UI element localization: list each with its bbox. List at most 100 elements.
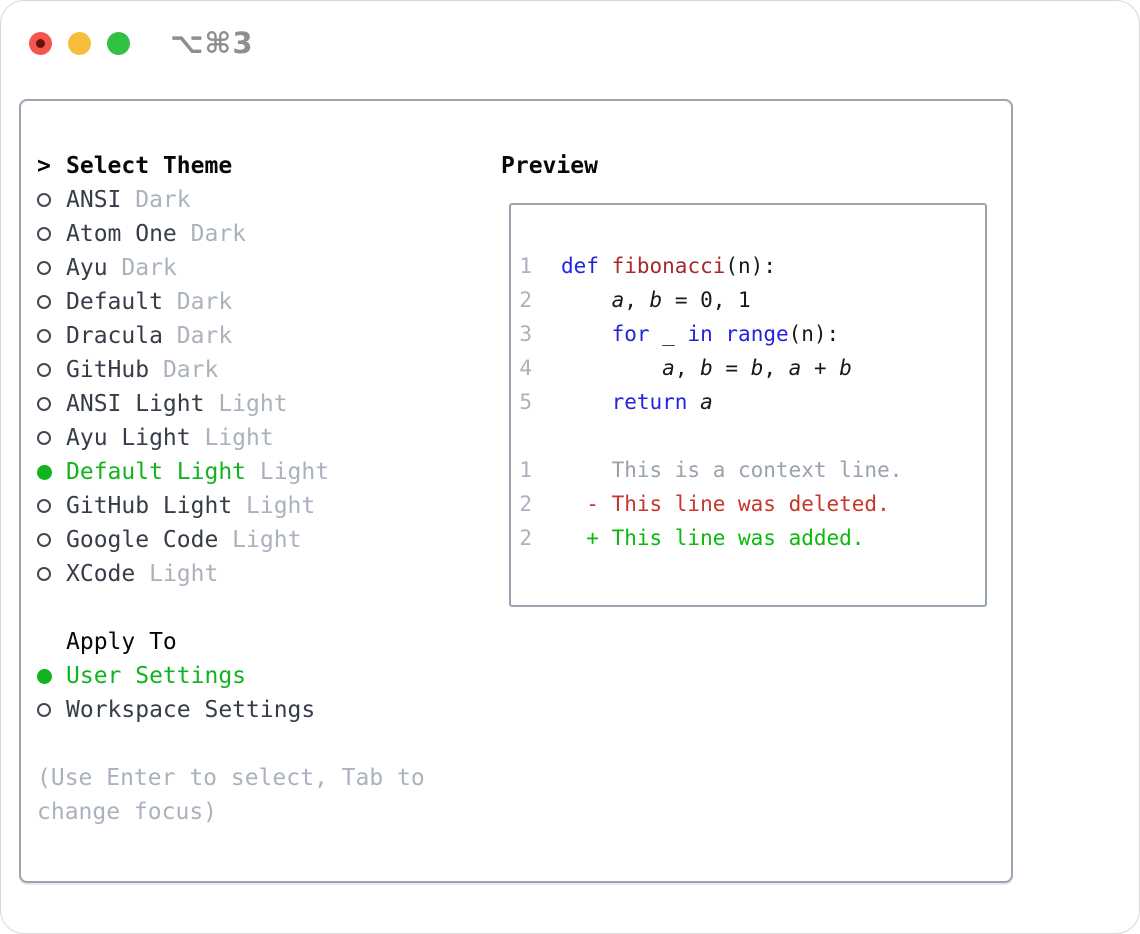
code-token: + (801, 356, 840, 380)
code-token: = (712, 356, 751, 380)
line-content: return a (561, 390, 713, 414)
code-line: 4 a, b = b, a + b (519, 351, 985, 385)
code-line: 5 return a (519, 385, 985, 419)
radio-icon (37, 567, 51, 581)
radio-marker (37, 533, 66, 547)
radio-marker (37, 703, 66, 717)
radio-icon (37, 295, 51, 309)
theme-variant: Light (232, 493, 316, 519)
code-token: _ (649, 322, 688, 346)
radio-icon (37, 703, 51, 717)
theme-name: ANSI (66, 187, 122, 213)
theme-option-ayu-dark[interactable]: Ayu Dark (37, 251, 425, 285)
line-content: a, b = b, a + b (561, 356, 852, 380)
theme-variant: Light (190, 425, 274, 451)
line-content: a, b = 0, 1 (561, 288, 751, 312)
radio-marker (37, 668, 66, 684)
code-token: (n): (725, 254, 776, 278)
preview-title: Preview (501, 153, 598, 179)
radio-marker (37, 397, 66, 411)
apply-to-header: Apply To (37, 625, 425, 659)
blank-line (519, 419, 985, 453)
zoom-button[interactable] (107, 31, 130, 55)
theme-variant: Dark (107, 255, 177, 281)
code-token: fibonacci (611, 254, 726, 278)
code-token (561, 288, 612, 312)
code-token: range (725, 322, 789, 346)
theme-variant: Light (246, 459, 330, 485)
line-number: 3 (519, 322, 532, 346)
radio-icon (37, 193, 51, 207)
apply-option-workspace-settings[interactable]: Workspace Settings (37, 693, 425, 727)
theme-option-dracula-dark[interactable]: Dracula Dark (37, 319, 425, 353)
theme-option-ayu-light-light[interactable]: Ayu Light Light (37, 421, 425, 455)
radio-icon (37, 431, 51, 445)
theme-variant: Light (135, 561, 219, 587)
diff-line: 2 - This line was deleted. (519, 487, 985, 521)
minimize-button[interactable] (68, 31, 91, 55)
theme-option-google-code-light[interactable]: Google Code Light (37, 523, 425, 557)
code-token (561, 390, 612, 414)
theme-name: Ayu (66, 255, 108, 281)
line-content: - This line was deleted. (561, 492, 890, 516)
code-token: b (700, 356, 713, 380)
code-token (599, 254, 612, 278)
code-token: for (611, 322, 650, 346)
code-token: a (611, 288, 625, 312)
code-token: - This line was deleted. (561, 492, 890, 516)
line-number: 4 (519, 356, 532, 380)
theme-option-github-dark[interactable]: GitHub Dark (37, 353, 425, 387)
radio-marker (37, 261, 66, 275)
radio-icon (37, 363, 51, 377)
radio-marker (37, 227, 66, 241)
hint-text: (Use Enter to select, Tab to change focu… (37, 761, 425, 829)
radio-selected-icon (37, 464, 52, 480)
code-token: , (674, 356, 701, 380)
code-token: b (649, 288, 663, 312)
theme-name: Google Code (66, 527, 219, 553)
close-button[interactable] (29, 31, 52, 55)
code-token (687, 390, 700, 414)
titlebar: ⌥⌘3 (29, 26, 254, 60)
apply-option-label: User Settings (66, 663, 247, 689)
theme-name: Default Light (66, 459, 247, 485)
line-content: + This line was added. (561, 526, 864, 550)
prompt-caret-icon: > (37, 153, 51, 179)
theme-option-ansi-light-light[interactable]: ANSI Light Light (37, 387, 425, 421)
theme-option-github-light-light[interactable]: GitHub Light Light (37, 489, 425, 523)
diff-line: 1 This is a context line. (519, 453, 985, 487)
code-token (561, 322, 612, 346)
line-number: 2 (519, 288, 532, 312)
apply-option-label: Workspace Settings (66, 697, 316, 723)
radio-marker (37, 193, 66, 207)
theme-option-default-dark[interactable]: Default Dark (37, 285, 425, 319)
theme-option-xcode-light[interactable]: XCode Light (37, 557, 425, 591)
code-line: 2 a, b = 0, 1 (519, 283, 985, 317)
theme-variant: Dark (162, 289, 233, 315)
code-token: , (763, 356, 789, 380)
code-token: a (788, 356, 802, 380)
theme-variant: Dark (176, 221, 247, 247)
theme-variant: Light (204, 391, 288, 417)
apply-option-user-settings[interactable]: User Settings (37, 659, 425, 693)
radio-marker (37, 329, 66, 343)
code-token: in (687, 322, 713, 346)
line-content: This is a context line. (561, 458, 903, 482)
code-token: b (750, 356, 764, 380)
theme-option-atom-one-dark[interactable]: Atom One Dark (37, 217, 425, 251)
theme-option-ansi-dark[interactable]: ANSI Dark (37, 183, 425, 217)
radio-marker (37, 464, 66, 480)
theme-name: Default (66, 289, 163, 315)
code-token (713, 322, 726, 346)
theme-name: GitHub Light (66, 493, 233, 519)
line-number: 1 (519, 458, 532, 482)
theme-option-default-light-light[interactable]: Default Light Light (37, 455, 425, 489)
radio-marker (37, 567, 66, 581)
line-content: def fibonacci(n): (561, 254, 776, 278)
